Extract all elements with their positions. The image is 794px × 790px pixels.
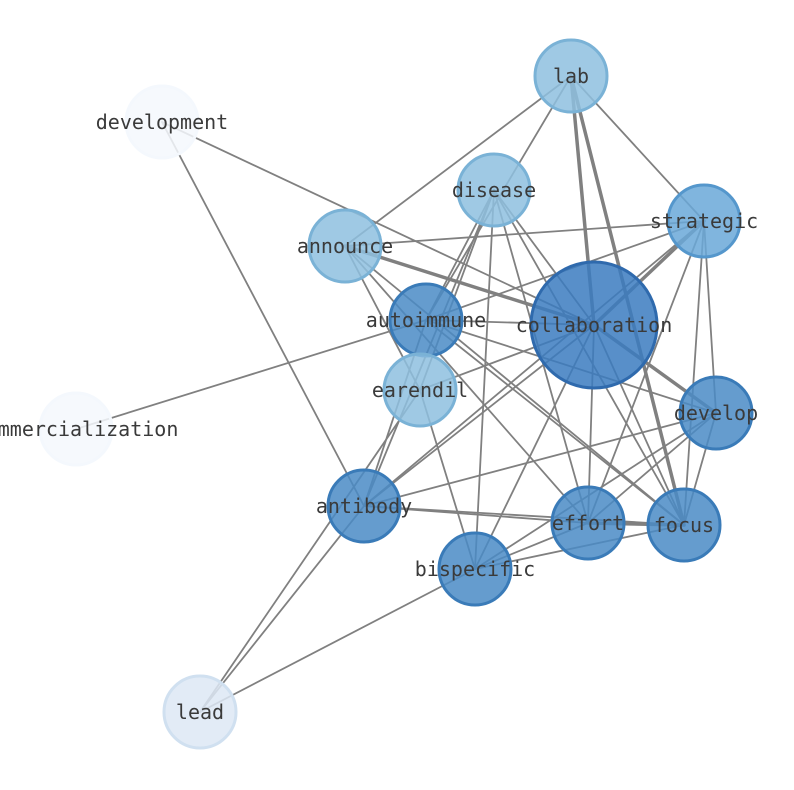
node-label-development: development (96, 110, 228, 134)
node-antibody: antibody (316, 468, 412, 544)
edge-lab-announce (344, 75, 572, 247)
edge-development-collaboration (161, 121, 595, 326)
node-label-collaboration: collaboration (516, 313, 673, 337)
edge-disease-bispecific (474, 189, 495, 570)
node-circle-bispecific (437, 531, 513, 607)
node-collaboration: collaboration (516, 260, 673, 390)
edge-development-antibody (161, 121, 365, 507)
edge-antibody-lead (199, 505, 365, 713)
edge-strategic-focus (683, 220, 705, 526)
node-circle-commercialization (38, 391, 114, 467)
node-circle-effort (550, 485, 626, 561)
edge-develop-antibody (363, 412, 717, 507)
node-circle-announce (307, 208, 383, 284)
node-label-disease: disease (452, 178, 536, 202)
node-label-announce: announce (297, 234, 393, 258)
node-circle-disease (456, 152, 532, 228)
edge-earendil-lead (199, 389, 421, 713)
edge-autoimmune-commercialization (75, 319, 427, 430)
node-label-lab: lab (553, 64, 589, 88)
node-label-autoimmune: autoimmune (366, 308, 486, 332)
node-lab: lab (533, 38, 609, 114)
node-circle-lead (162, 674, 238, 750)
node-circle-collaboration (529, 260, 659, 390)
node-effort: effort (550, 485, 626, 561)
node-development: development (96, 84, 228, 160)
node-commercialization: commercialization (0, 391, 178, 467)
edge-announce-strategic (344, 220, 705, 247)
node-focus: focus (646, 487, 722, 563)
node-label-focus: focus (654, 513, 714, 537)
edge-announce-effort (344, 245, 589, 524)
node-circle-earendil (382, 352, 458, 428)
edge-bispecific-lead (199, 568, 476, 713)
node-circle-antibody (326, 468, 402, 544)
node-circle-focus (646, 487, 722, 563)
node-circle-lab (533, 38, 609, 114)
node-announce: announce (297, 208, 393, 284)
edge-strategic-effort (587, 220, 705, 524)
node-autoimmune: autoimmune (366, 282, 486, 358)
node-label-earendil: earendil (372, 378, 468, 402)
edge-autoimmune-focus (425, 319, 685, 526)
node-circle-develop (678, 375, 754, 451)
node-lead: lead (162, 674, 238, 750)
node-label-antibody: antibody (316, 494, 412, 518)
node-label-lead: lead (176, 700, 224, 724)
node-circle-strategic (666, 183, 742, 259)
node-bispecific: bispecific (415, 531, 535, 607)
nodes-layer: collaboration lab development disease strate… (0, 38, 758, 750)
node-label-commercialization: commercialization (0, 417, 178, 441)
node-strategic: strategic (650, 183, 758, 259)
edge-antibody-focus (363, 505, 685, 526)
node-circle-development (124, 84, 200, 160)
node-earendil: earendil (372, 352, 468, 428)
edge-strategic-antibody (363, 220, 705, 507)
node-disease: disease (452, 152, 536, 228)
node-label-effort: effort (552, 511, 624, 535)
node-develop: develop (674, 375, 758, 451)
node-label-develop: develop (674, 401, 758, 425)
node-label-bispecific: bispecific (415, 557, 535, 581)
node-label-strategic: strategic (650, 209, 758, 233)
